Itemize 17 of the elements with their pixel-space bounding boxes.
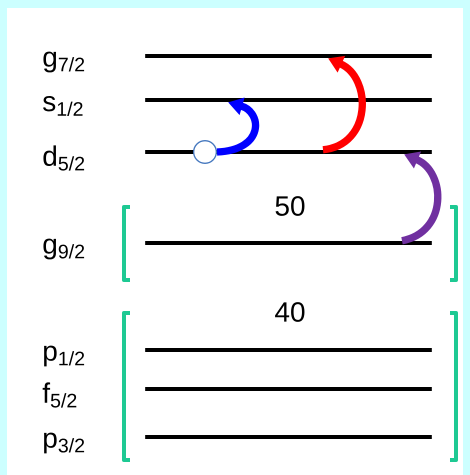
energy-level: g$_{9/2}$	[43, 238, 432, 260]
energy-level: s$_{1/2}$	[43, 96, 432, 116]
energy-level: p$_{1/2}$	[44, 346, 432, 366]
node-label: p$_{3/2}$	[44, 432, 84, 454]
shell-number: 40	[275, 302, 304, 322]
node-label: d$_{5/2}$	[43, 145, 84, 171]
node-label: s$_{1/2}$	[43, 96, 83, 116]
energy-level: p$_{3/2}$	[44, 432, 432, 454]
node-label: p$_{1/2}$	[44, 346, 84, 366]
hole-circle	[193, 140, 217, 164]
node-label: g$_{7/2}$	[43, 52, 84, 72]
energy-level: f$_{5/2}$	[42, 382, 432, 408]
energy-level: d$_{5/2}$	[43, 145, 432, 171]
node-label: f$_{5/2}$	[42, 382, 76, 408]
shell-number: 50	[276, 196, 304, 216]
energy-level: g$_{7/2}$	[43, 52, 432, 72]
node-label: g$_{9/2}$	[43, 238, 84, 260]
